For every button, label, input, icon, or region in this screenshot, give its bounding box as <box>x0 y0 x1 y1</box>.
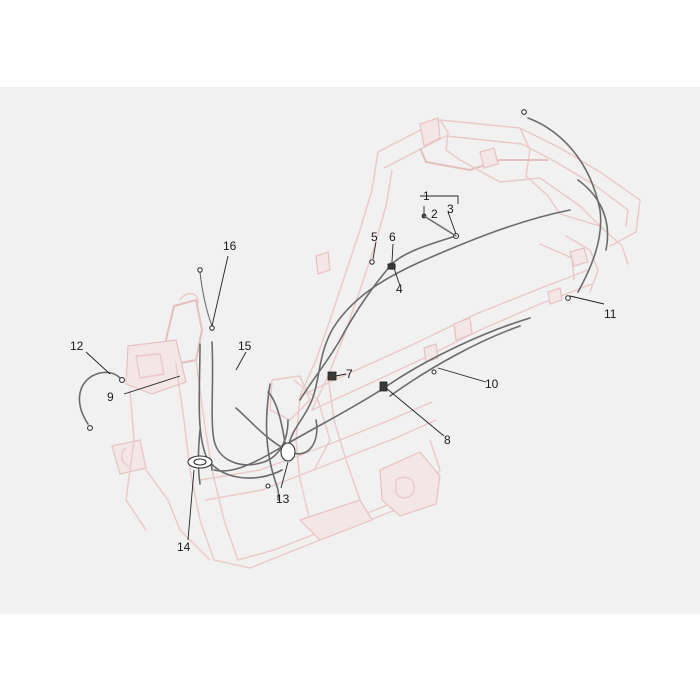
part-12-end <box>87 425 93 431</box>
part-16-top-end <box>197 267 203 273</box>
callout-11: 11 <box>604 307 617 321</box>
callout-14: 14 <box>177 540 191 554</box>
leader-lines <box>85 195 605 541</box>
callout-3: 3 <box>447 202 454 216</box>
callout-1: 1 <box>423 189 430 203</box>
callout-15: 15 <box>238 339 252 353</box>
callout-6: 6 <box>389 230 396 244</box>
callout-13: 13 <box>276 492 290 506</box>
part-8-clamp <box>379 381 388 392</box>
small-parts <box>87 109 571 489</box>
callout-4: 4 <box>396 282 403 296</box>
callout-5: 5 <box>371 230 378 244</box>
part-13-clamp <box>280 442 296 462</box>
cable-routing <box>78 117 609 501</box>
callout-2: 2 <box>431 207 438 221</box>
callout-10: 10 <box>485 377 499 391</box>
part-12-end-b <box>119 377 125 383</box>
part-6-clip-body <box>387 263 396 270</box>
callout-12: 12 <box>70 339 84 353</box>
callout-labels: 1 2 3 4 5 6 7 8 9 10 11 12 13 14 15 16 <box>70 189 617 554</box>
part-11-end <box>565 295 571 301</box>
callout-8: 8 <box>444 433 451 447</box>
callout-7: 7 <box>346 367 353 381</box>
part-14-grommet-hole <box>193 458 207 466</box>
part-11-top-end <box>521 109 527 115</box>
part-10-end <box>431 369 437 375</box>
part-7-clamp <box>327 371 337 381</box>
part-5-pin <box>369 259 375 265</box>
callout-9: 9 <box>107 390 114 404</box>
part-16-bottom-end <box>209 325 215 331</box>
callout-16: 16 <box>223 239 237 253</box>
part-15-end <box>265 483 271 489</box>
